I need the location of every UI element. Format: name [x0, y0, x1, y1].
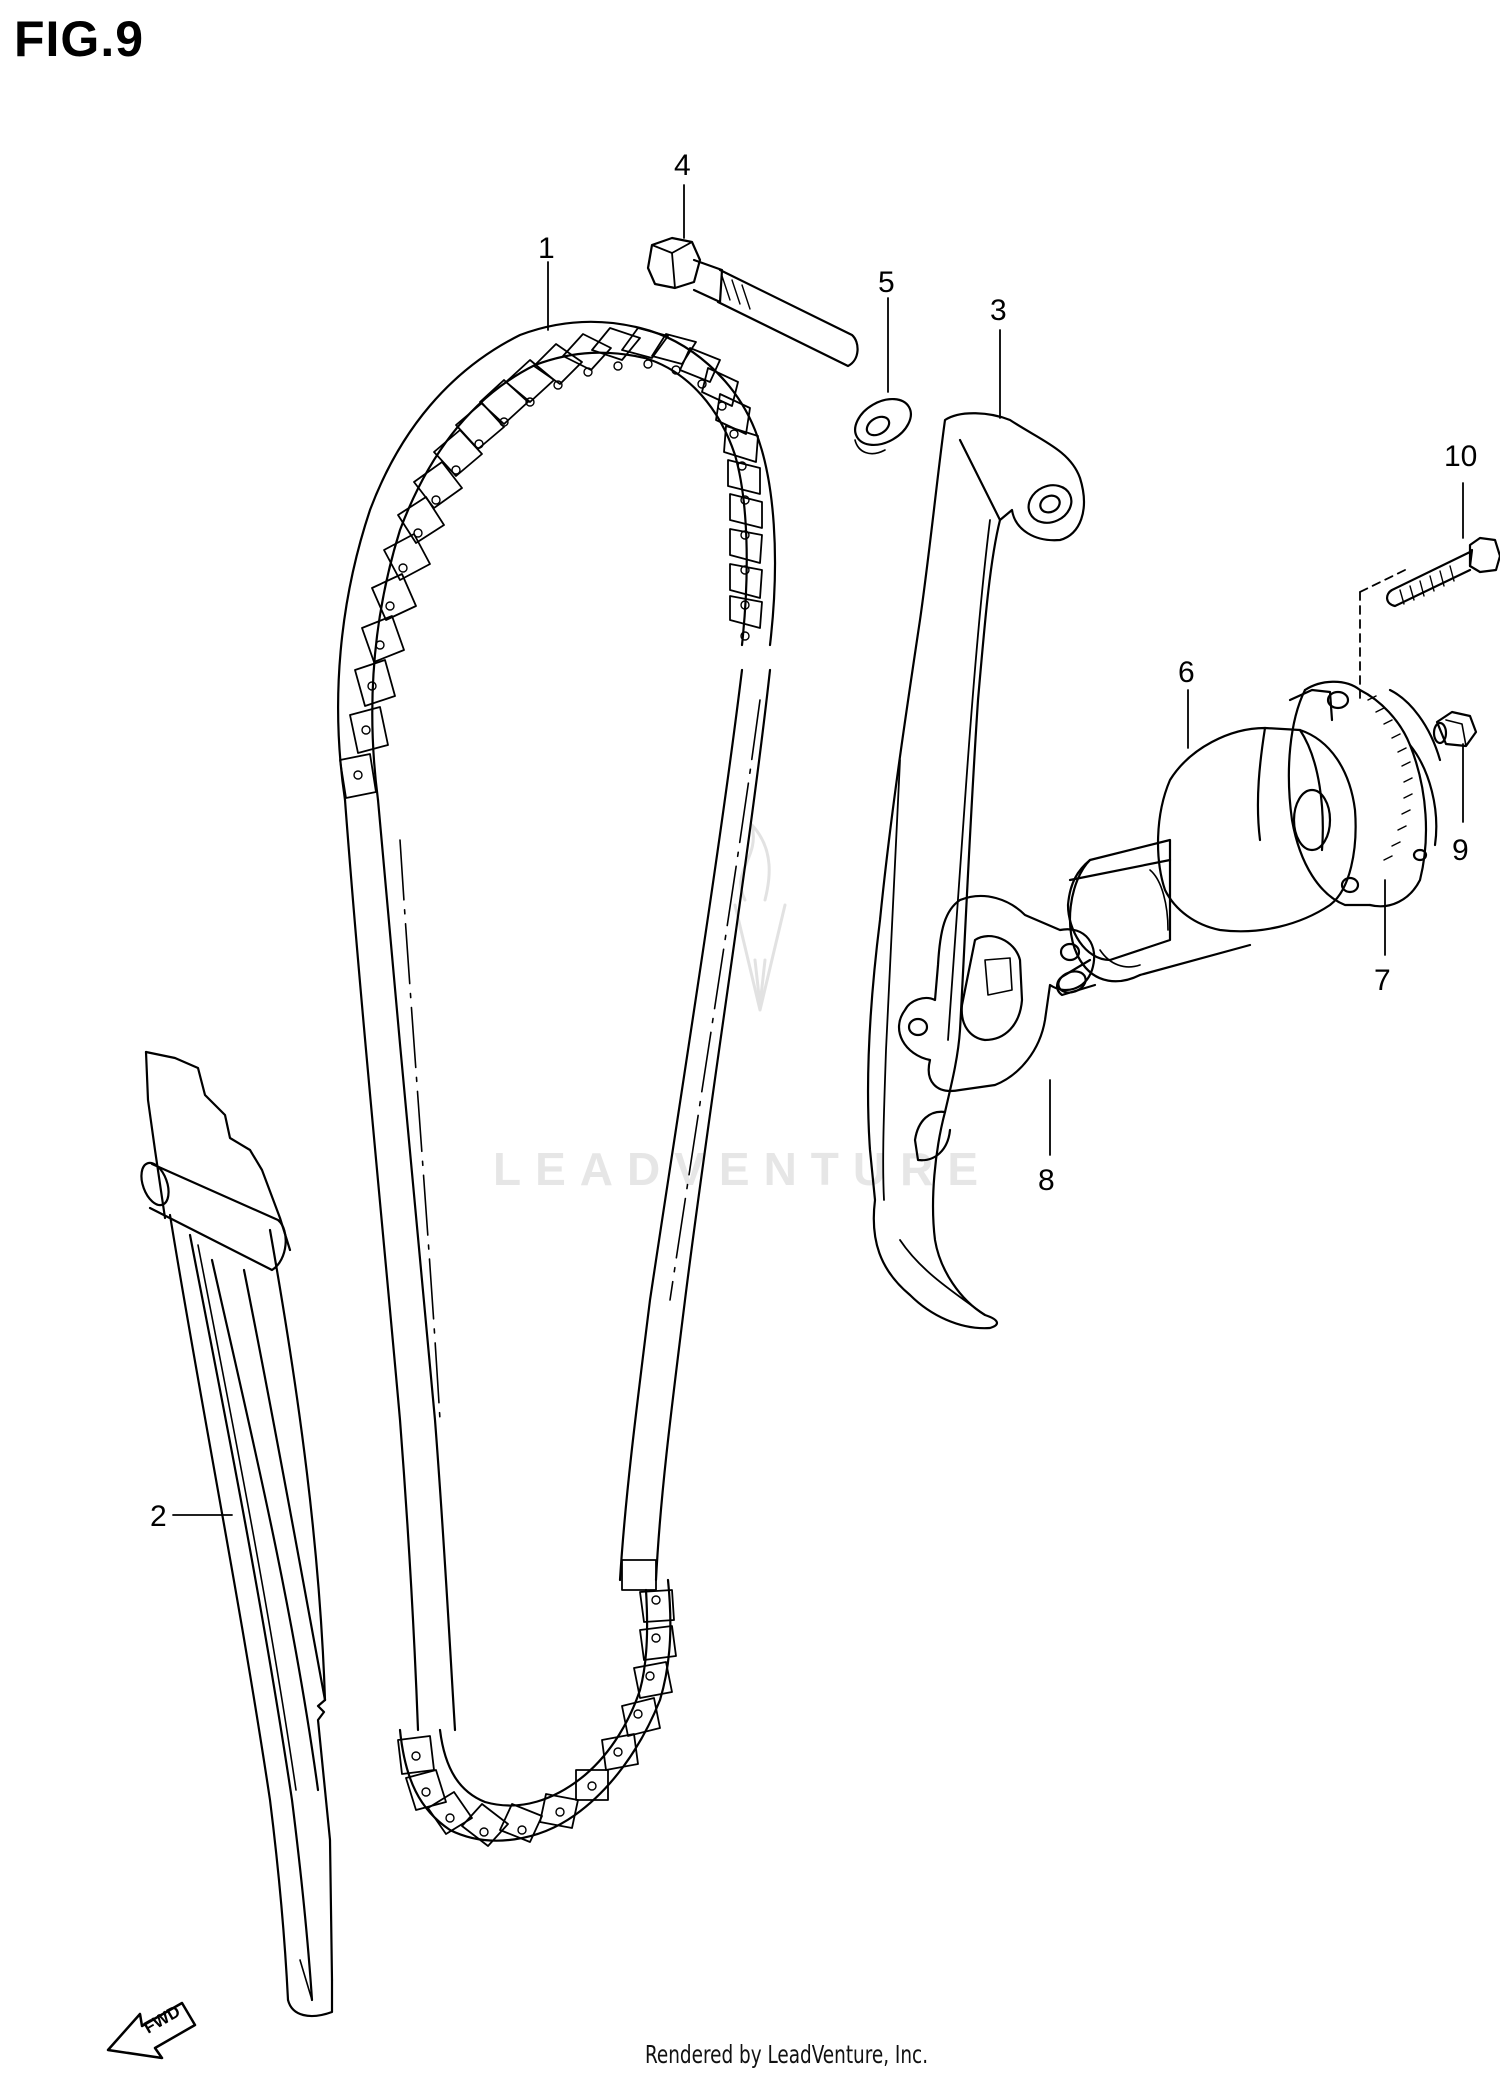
- pivot-bolt: [646, 236, 859, 368]
- callout-6: 6: [1178, 656, 1195, 689]
- tensioner-nut: [1432, 710, 1478, 748]
- callout-7: 7: [1374, 964, 1391, 997]
- render-credit-text: Rendered by LeadVenture, Inc.: [645, 2040, 929, 2069]
- watermark-logo: [733, 823, 787, 1012]
- washer: [854, 397, 912, 455]
- cam-chain-tensioner: [1056, 680, 1442, 997]
- callout-3: 3: [990, 294, 1007, 327]
- callout-10: 10: [1444, 440, 1477, 473]
- render-credit: Rendered by LeadVenture, Inc.: [0, 2040, 1500, 2069]
- callout-leaders: [172, 184, 1464, 1516]
- callout-4: 4: [674, 149, 691, 182]
- tensioner-screw: [1386, 536, 1500, 608]
- chain-tensioner-arm: [866, 412, 1085, 1330]
- fwd-arrow-icon: FWD: [106, 2002, 197, 2060]
- callout-2: 2: [150, 1500, 167, 1533]
- cam-chain: [337, 320, 777, 1847]
- watermark-text: LEADVENTURE: [493, 1143, 992, 1195]
- figure-title: FIG.9: [14, 11, 145, 67]
- callout-8: 8: [1038, 1164, 1055, 1197]
- callout-5: 5: [878, 266, 895, 299]
- tensioner-gasket: [898, 895, 1096, 1093]
- cam-chain-guide: [140, 1050, 334, 2018]
- callout-1: 1: [538, 232, 555, 265]
- callout-9: 9: [1452, 834, 1469, 867]
